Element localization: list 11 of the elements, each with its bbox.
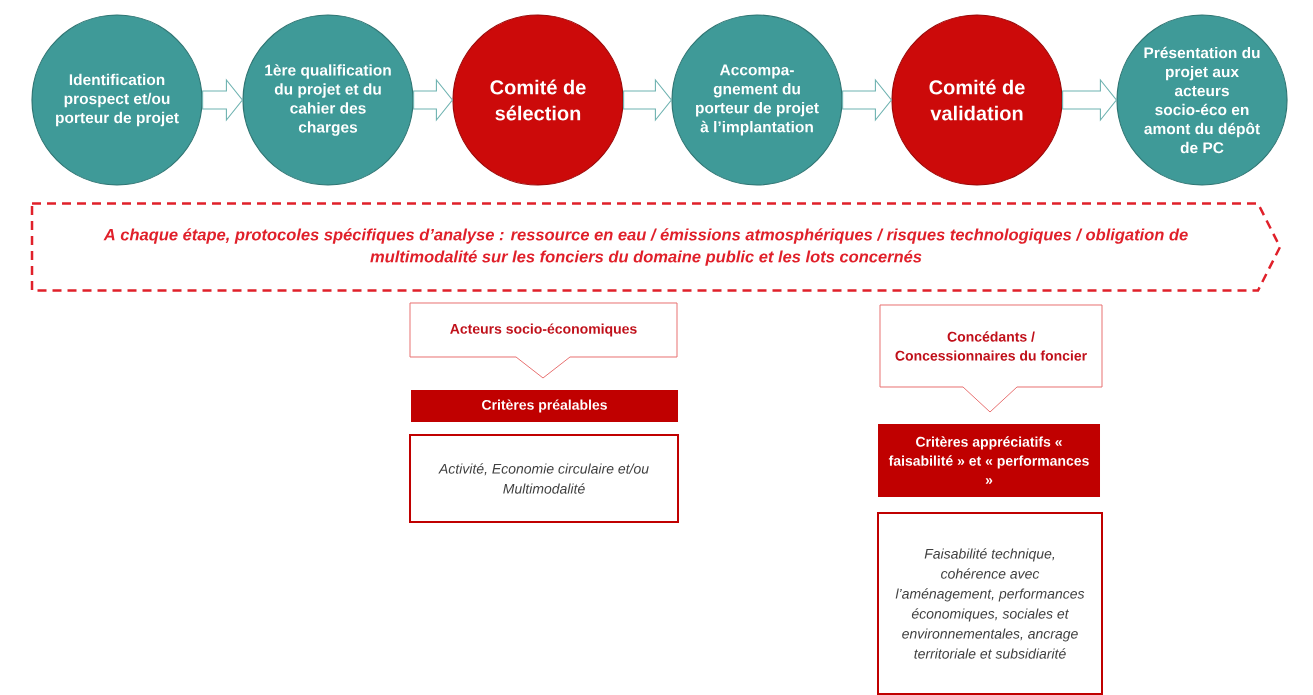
callout-box: Concédants / Concessionnaires du foncier [879, 304, 1103, 413]
text-box: Activité, Economie circulaire et/ou Multimodalité [409, 434, 679, 523]
block-arrow [202, 78, 244, 122]
block-arrow [842, 78, 893, 122]
callout-box: Acteurs socio-économiques [409, 302, 678, 379]
criteria-bar: Critères appréciatifs « faisabilité » et « performances » [878, 424, 1100, 497]
block-arrow [1062, 78, 1118, 122]
text-box: Faisabilité technique, cohérence avec l’aménagement, performances économiques, sociales et environnementales, ancrage territoriale et subsidiarité [877, 512, 1103, 695]
block-arrow [623, 78, 673, 122]
block-arrow [413, 78, 454, 122]
criteria-bar: Critères préalables [411, 390, 678, 422]
